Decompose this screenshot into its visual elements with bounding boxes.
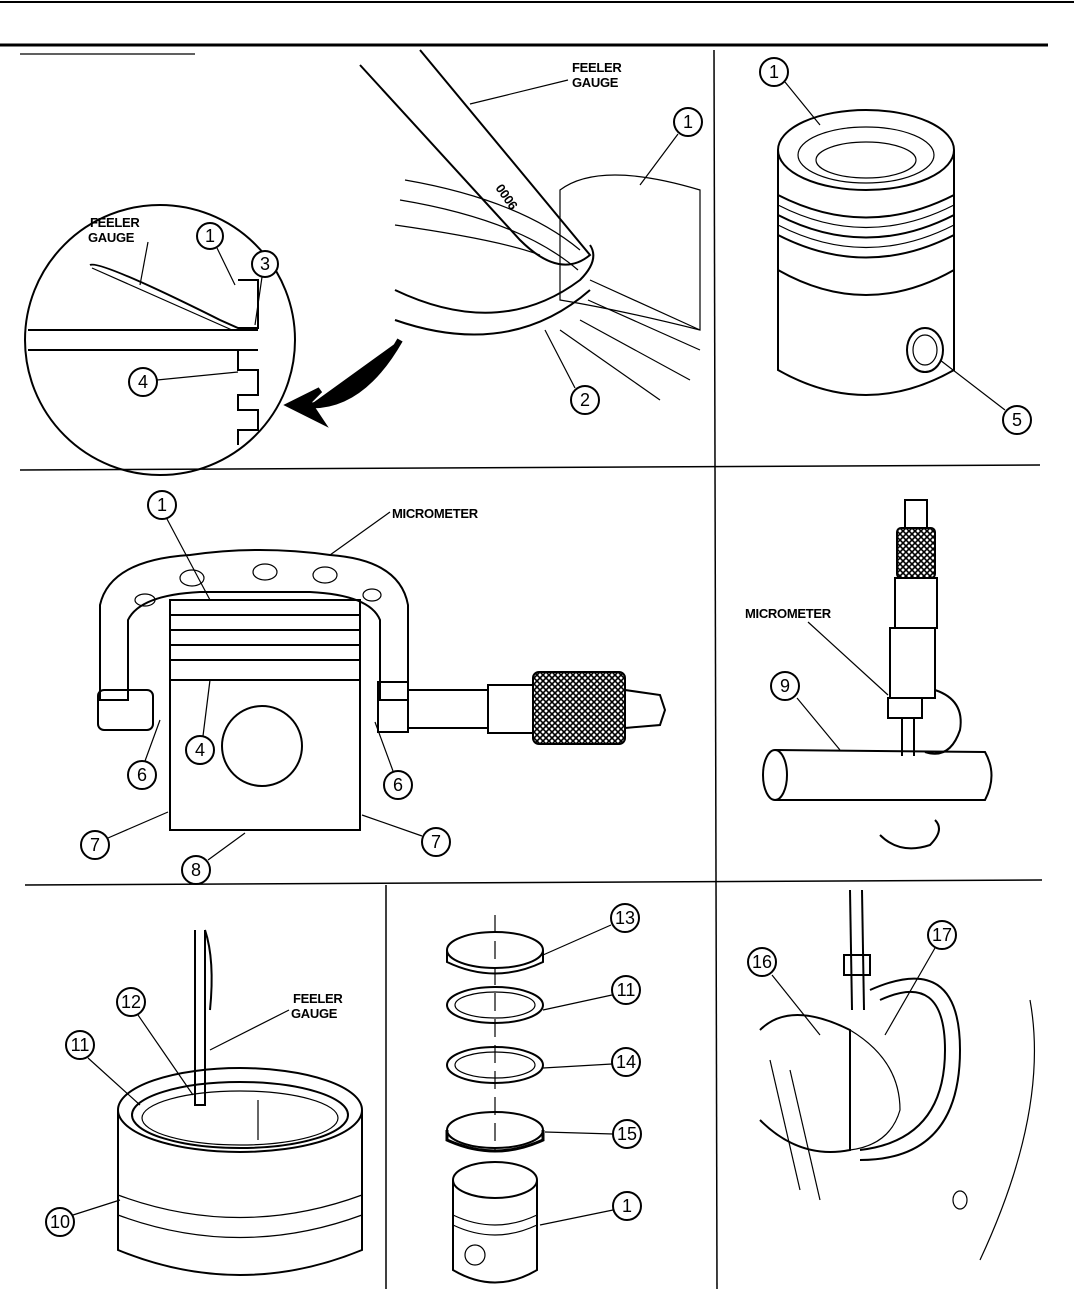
panel-crank-journal: 16 17 (747, 889, 1036, 1261)
callout-7a-circle (80, 830, 110, 860)
callout-10: 10 (50, 1212, 70, 1232)
pin-plug (906, 327, 944, 373)
callout-8: 8 (191, 860, 201, 880)
panel-piston-micrometer: MICROMETER 1 4 6 6 7 7 8 (80, 490, 667, 885)
callout-6b: 6 (393, 775, 403, 795)
panel-pin-micrometer: MICROMETER 9 (745, 499, 993, 850)
callout-1b: 1 (205, 226, 215, 246)
callout-1d: 1 (157, 495, 167, 515)
micrometer-label-b: MICROMETER (745, 606, 832, 621)
callout-17-circle (927, 920, 957, 950)
panel-piston-top: 1 5 (759, 57, 1032, 435)
feeler-gauge-label-bottom-2: GAUGE (291, 1006, 338, 1021)
callout-11a: 11 (71, 1035, 90, 1055)
callout-1c-circle (759, 57, 789, 87)
callout-16: 16 (752, 952, 772, 972)
callout-1a-circle (673, 107, 703, 137)
micrometer-label-a: MICROMETER (392, 506, 479, 521)
callout-13-circle (610, 903, 640, 933)
callout-1b-circle (196, 222, 224, 250)
micrometer-thimble (532, 671, 626, 745)
callout-4a: 4 (138, 372, 148, 392)
callout-1c: 1 (769, 62, 779, 82)
callout-7b: 7 (431, 832, 441, 852)
callout-14: 14 (616, 1052, 636, 1072)
pin-bore (221, 705, 303, 787)
feeler-gauge-label-top-2: GAUGE (572, 75, 619, 90)
callout-6a-circle (127, 760, 157, 790)
callout-6b-circle (383, 770, 413, 800)
callout-7b-circle (421, 827, 451, 857)
callout-1e: 1 (622, 1196, 632, 1216)
callout-3: 3 (260, 254, 270, 274)
callout-14-circle (611, 1047, 641, 1077)
callout-12: 12 (121, 992, 141, 1012)
callout-13: 13 (615, 908, 635, 928)
callout-4b-circle (185, 735, 215, 765)
gauge-marking: 0006 (493, 181, 521, 212)
callout-9-circle (770, 671, 800, 701)
callout-6a: 6 (137, 765, 147, 785)
callout-16-circle (747, 947, 777, 977)
callout-4b: 4 (195, 740, 205, 760)
callout-1a: 1 (683, 112, 693, 132)
callout-11a-circle (65, 1030, 95, 1060)
feeler-gauge-label-mag-2: GAUGE (88, 230, 135, 245)
callout-7a: 7 (90, 835, 100, 855)
feeler-gauge-label-top-1: FEELER (572, 60, 622, 75)
feeler-gauge-label-bottom-1: FEELER (293, 991, 343, 1006)
callout-9: 9 (780, 676, 790, 696)
callout-15: 15 (617, 1124, 637, 1144)
callout-1e-circle (612, 1191, 642, 1221)
callout-1d-circle (147, 490, 177, 520)
feeler-gauge-label-mag-1: FEELER (90, 215, 140, 230)
callout-10-circle (45, 1207, 75, 1237)
callout-5: 5 (1012, 410, 1022, 430)
callout-3-circle (251, 250, 279, 278)
panel-ring-side-clearance: 0006 FEELER GAUGE 1 2 FEELER GAUGE 1 3 4 (24, 49, 703, 476)
callout-12-circle (116, 987, 146, 1017)
callout-11b-circle (611, 975, 641, 1005)
callout-5-circle (1002, 405, 1032, 435)
callout-2: 2 (580, 390, 590, 410)
callout-17: 17 (932, 925, 952, 945)
callout-11b: 11 (617, 980, 636, 1000)
magnified-view (24, 204, 296, 476)
panel-ring-stack: 13 11 14 15 1 (445, 903, 642, 1284)
callout-8-circle (181, 855, 211, 885)
callout-4a-circle (128, 367, 158, 397)
panel-ring-gap: FEELER GAUGE 12 11 10 (45, 929, 363, 1276)
callout-2-circle (570, 385, 600, 415)
